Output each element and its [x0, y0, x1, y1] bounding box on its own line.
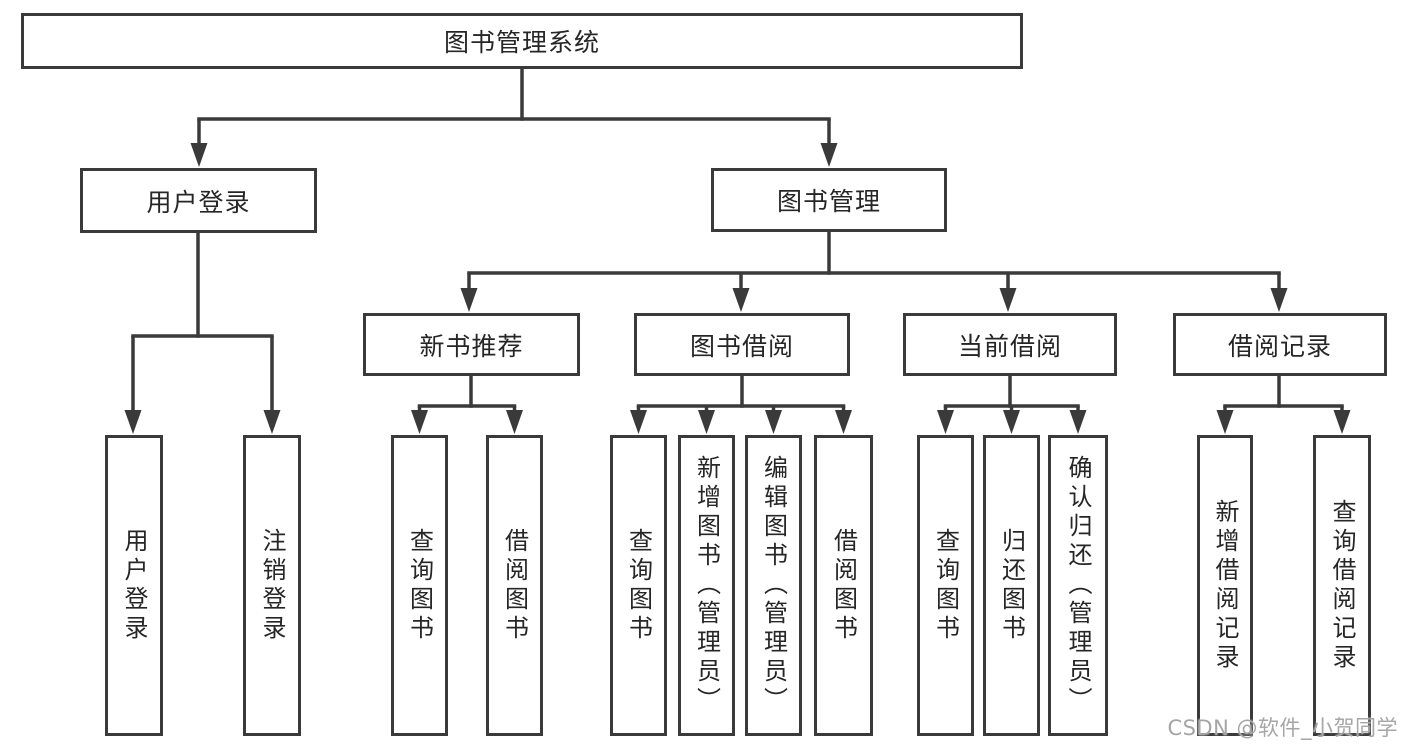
- arrowhead: [1216, 410, 1234, 434]
- node-user-login: 用户登录: [80, 168, 317, 233]
- leaf-query-books-recommend-label: 查询图书: [405, 527, 434, 644]
- leaf-borrow-books-label: 借阅图书: [829, 527, 858, 644]
- leaf-borrow-books-recommend-label: 借阅图书: [500, 527, 529, 644]
- connector-book-management-to-level3: [460, 231, 1288, 312]
- leaf-user-login-label: 用户登录: [120, 527, 148, 644]
- arrowhead: [999, 288, 1017, 312]
- arrowhead: [630, 410, 647, 434]
- node-current-borrow-label: 当前借阅: [957, 331, 1062, 361]
- node-book-borrow-label: 图书借阅: [689, 331, 794, 361]
- node-root: 图书管理系统: [21, 13, 1023, 69]
- leaf-add-borrow-record-label: 新增借阅记录: [1211, 498, 1239, 673]
- node-new-book-recommend: 新书推荐: [363, 313, 580, 376]
- arrowhead: [1003, 410, 1020, 434]
- leaf-confirm-return-admin-label: 确认归还（管理员）: [1064, 455, 1092, 716]
- connector-root-to-level2: [190, 69, 838, 167]
- node-book-borrow: 图书借阅: [634, 313, 850, 376]
- leaf-return-book-label: 归还图书: [997, 527, 1026, 644]
- arrowhead: [1270, 288, 1288, 312]
- node-borrow-record: 借阅记录: [1173, 313, 1387, 376]
- arrowhead: [820, 143, 838, 167]
- node-book-management: 图书管理: [711, 168, 947, 232]
- node-borrow-record-label: 借阅记录: [1227, 331, 1332, 361]
- arrowhead: [506, 410, 523, 434]
- leaf-user-login: 用户登录: [105, 435, 163, 736]
- arrowhead: [765, 410, 782, 434]
- arrowhead: [1069, 410, 1087, 434]
- leaf-query-books-borrow: 查询图书: [610, 435, 667, 736]
- leaf-logout-login-label: 注销登录: [258, 527, 286, 644]
- connector-new-book-children: [411, 376, 523, 434]
- connector-borrow-record-children: [1216, 376, 1351, 434]
- leaf-query-books-current-label: 查询图书: [931, 527, 960, 644]
- leaf-add-book-admin-label: 新增图书（管理员）: [692, 455, 721, 716]
- arrowhead: [937, 410, 954, 434]
- leaf-logout-login: 注销登录: [243, 435, 301, 736]
- csdn-watermark: CSDN @软件_小贺同学: [1167, 716, 1398, 740]
- leaf-query-borrow-record-label: 查询借阅记录: [1328, 498, 1356, 673]
- leaf-add-book-admin: 新增图书（管理员）: [678, 435, 735, 736]
- leaf-confirm-return-admin: 确认归还（管理员）: [1048, 435, 1108, 736]
- arrowhead: [835, 410, 852, 434]
- leaf-query-borrow-record: 查询借阅记录: [1313, 435, 1371, 736]
- node-book-management-label: 图书管理: [776, 187, 881, 216]
- connector-user-login-branch: [124, 233, 281, 434]
- leaf-query-books-recommend: 查询图书: [391, 435, 448, 736]
- leaf-query-books-current: 查询图书: [917, 435, 974, 736]
- leaf-borrow-books: 借阅图书: [814, 435, 873, 736]
- leaf-edit-book-admin-label: 编辑图书（管理员）: [759, 455, 788, 716]
- leaf-borrow-books-recommend: 借阅图书: [486, 435, 543, 736]
- arrowhead: [411, 410, 428, 434]
- arrowhead: [1333, 410, 1351, 434]
- arrowhead: [460, 288, 478, 312]
- node-user-login-label: 用户登录: [146, 187, 251, 217]
- connector-book-borrow-children: [630, 376, 852, 434]
- arrowhead: [698, 410, 715, 434]
- node-root-label: 图书管理系统: [443, 28, 600, 57]
- leaf-edit-book-admin: 编辑图书（管理员）: [745, 435, 802, 736]
- node-current-borrow: 当前借阅: [903, 313, 1117, 376]
- leaf-add-borrow-record: 新增借阅记录: [1197, 435, 1253, 736]
- leaf-return-book: 归还图书: [983, 435, 1040, 736]
- connector-current-borrow-children: [937, 376, 1087, 434]
- arrowhead: [190, 143, 208, 167]
- arrowhead: [732, 288, 750, 312]
- arrowhead: [124, 410, 142, 434]
- node-new-book-recommend-label: 新书推荐: [419, 331, 524, 361]
- arrowhead: [263, 410, 281, 434]
- leaf-query-books-borrow-label: 查询图书: [624, 527, 653, 644]
